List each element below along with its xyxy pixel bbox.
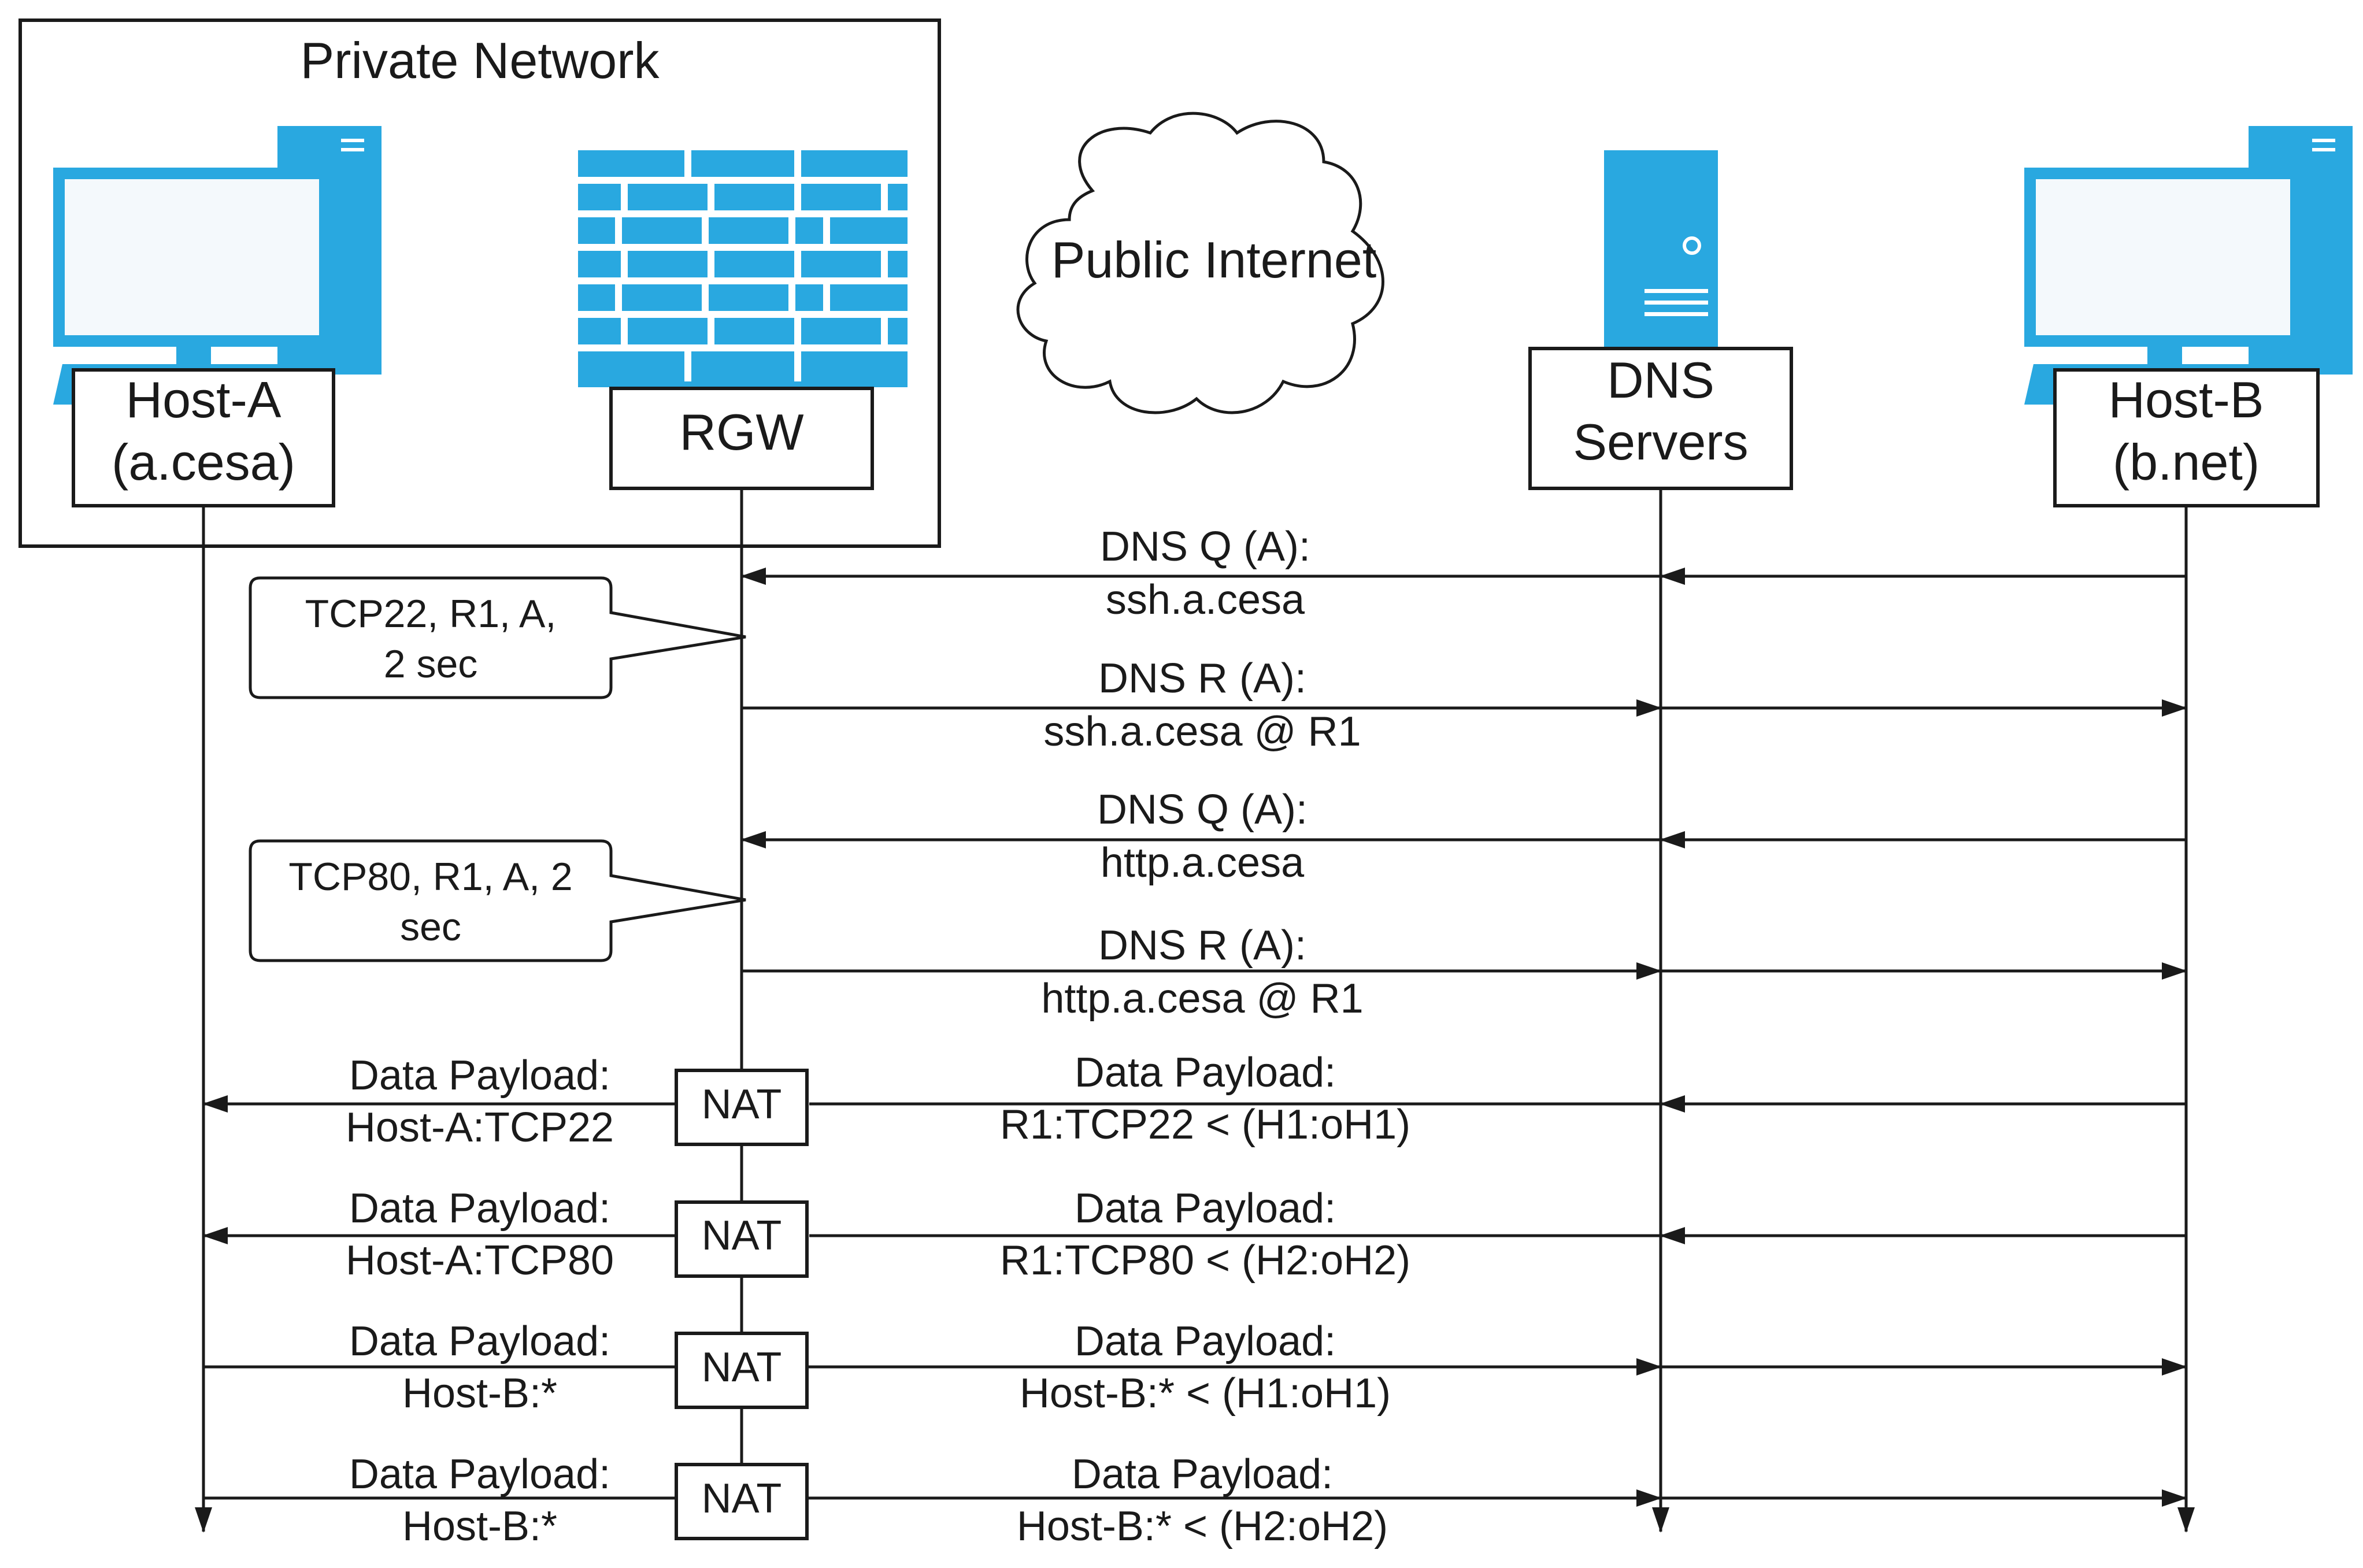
nat-box [675,1200,809,1278]
message-label: DNS Q (A): [1097,787,1308,833]
note-text: TCP80, R1, A, 2 [288,855,572,899]
message-label: Data Payload: [349,1318,610,1365]
data-message: Data Payload: Host-A:TCP22 Data Payload:… [202,1050,2186,1151]
message-label: Data Payload: [1075,1185,1336,1232]
data-message: Data Payload: Host-B:* Data Payload: Hos… [203,1451,2187,1550]
message-label: R1:TCP22 < (H1:oH1) [1000,1102,1410,1148]
dns-message: DNS R (A): ssh.a.cesa @ R1 [742,655,2187,755]
participant-host-b: Host-B (b.net) [2053,368,2320,507]
dns-message: DNS Q (A): http.a.cesa [740,787,2186,886]
message-label: ssh.a.cesa [1106,577,1305,623]
participant-label: DNS [1607,351,1714,409]
participant-label: Servers [1573,413,1748,470]
message-label: Host-A:TCP80 [346,1237,614,1284]
private-network-title: Private Network [300,32,660,89]
message-label: DNS R (A): [1098,922,1306,969]
private-network-frame [18,18,941,548]
message-label: Host-B:* [402,1370,557,1417]
note-text: TCP22, R1, A, [305,592,557,636]
message-label: Data Payload: [349,1451,610,1497]
data-message: Data Payload: Host-A:TCP80 Data Payload:… [202,1185,2186,1284]
message-label: Data Payload: [1075,1050,1336,1096]
participant-label: Host-A [126,371,282,428]
dns-message: DNS R (A): http.a.cesa @ R1 [742,922,2187,1022]
note-text: sec [400,905,461,949]
firewall-icon [578,150,908,387]
participant-label: (a.cesa) [112,433,295,491]
message-label: Data Payload: [349,1185,610,1232]
participant-label: (b.net) [2113,433,2260,491]
nat-label: NAT [702,1476,782,1522]
message-label: Data Payload: [1075,1318,1336,1365]
nat-box [675,1069,809,1146]
message-label: ssh.a.cesa @ R1 [1043,709,1361,755]
participant-host-a: Host-A (a.cesa) [72,368,335,507]
dns-message: DNS Q (A): ssh.a.cesa [740,524,2186,623]
participant-label: Host-B [2109,371,2264,428]
cloud-label: Public Internet [1051,231,1377,288]
message-label: Host-B:* [402,1503,557,1550]
data-message: Data Payload: Host-B:* Data Payload: Hos… [203,1318,2187,1417]
desktop-computer-icon [2024,126,2353,405]
nat-label: NAT [702,1081,782,1128]
note-text: 2 sec [384,642,478,686]
desktop-computer-icon [53,126,382,405]
participant-label: RGW [679,403,803,461]
message-label: http.a.cesa @ R1 [1041,976,1363,1022]
note-callout: TCP80, R1, A, 2 sec [249,839,746,962]
participant-rgw: RGW [609,387,874,490]
nat-box [675,1463,809,1540]
message-label: Data Payload: [349,1052,610,1099]
message-label: Host-B:* < (H1:oH1) [1020,1370,1391,1417]
server-icon [1604,150,1718,350]
message-label: R1:TCP80 < (H2:oH2) [1000,1237,1410,1284]
message-label: http.a.cesa [1101,840,1305,886]
nat-label: NAT [702,1344,782,1391]
participant-dns: DNS Servers [1528,347,1793,490]
message-label: Data Payload: [1072,1451,1333,1497]
nat-box [675,1332,809,1409]
note-callout: TCP22, R1, A, 2 sec [249,576,746,699]
message-label: DNS R (A): [1098,655,1306,702]
cloud-icon: Public Internet [1016,112,1384,414]
nat-label: NAT [702,1213,782,1259]
message-label: Host-A:TCP22 [346,1104,614,1151]
message-label: DNS Q (A): [1100,524,1310,570]
message-label: Host-B:* < (H2:oH2) [1017,1503,1388,1550]
